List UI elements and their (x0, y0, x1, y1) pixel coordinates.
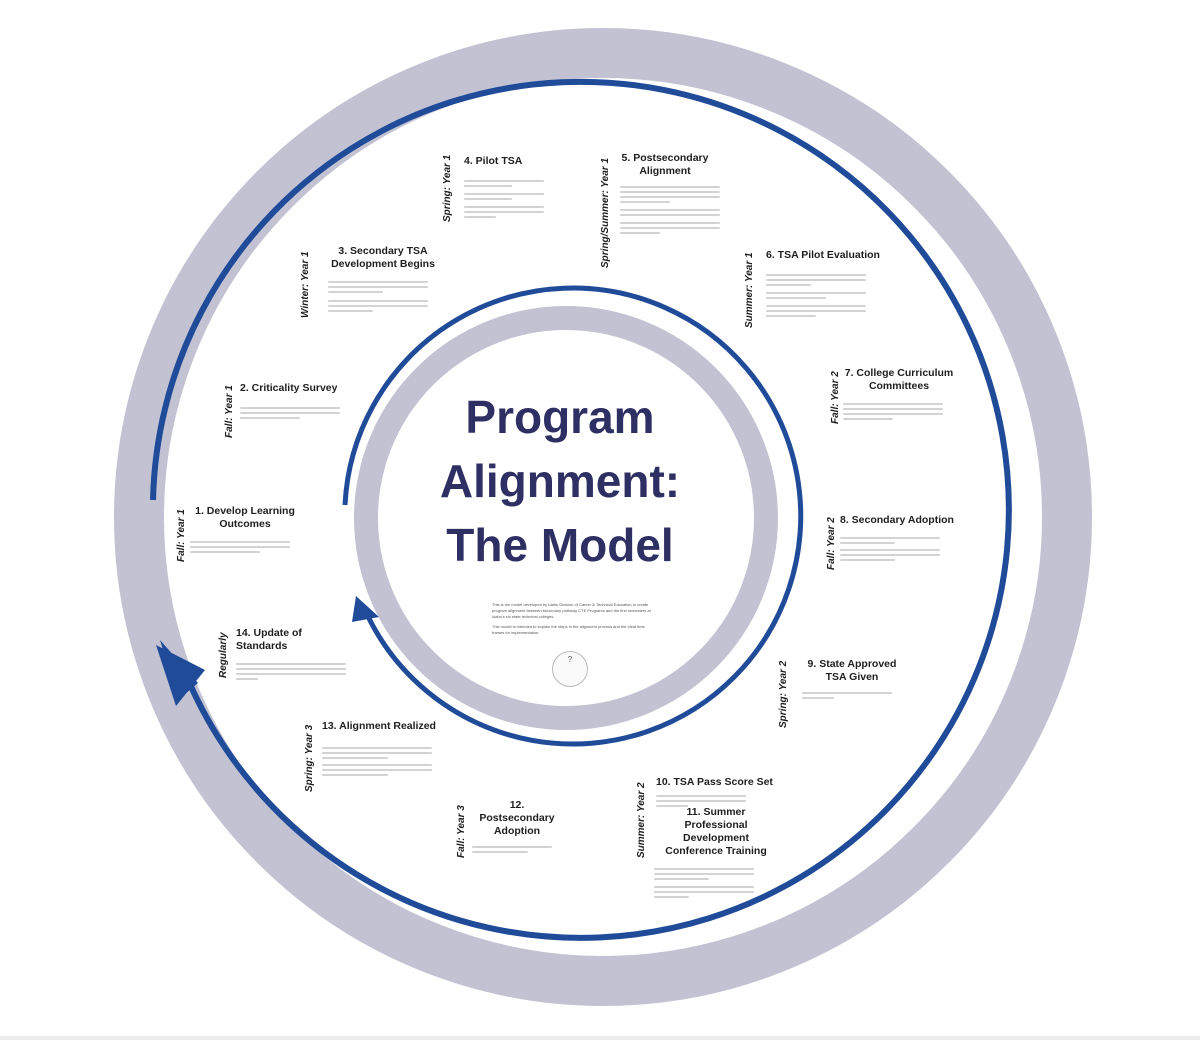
step-5[interactable]: 5. Postsecondary Alignment (620, 152, 720, 237)
step-6[interactable]: 6. TSA Pilot Evaluation (766, 249, 896, 320)
step-time-8: Fall: Year 2 (826, 517, 837, 570)
step-title-14: 14. Update of Standards (236, 627, 302, 652)
step-time-7: Fall: Year 2 (830, 371, 841, 424)
step-title-9: 9. State Approved TSA Given (807, 658, 897, 683)
page-title: Program Alignment: The Model (405, 385, 715, 577)
step-title-7: 7. College Curriculum Committees (844, 367, 954, 392)
step-1[interactable]: 1. Develop Learning Outcomes (190, 505, 300, 556)
step-time-2: Fall: Year 1 (224, 385, 235, 438)
step-10[interactable]: 10. TSA Pass Score Set (656, 776, 776, 810)
step-3[interactable]: 3. Secondary TSA Development Begins (328, 245, 438, 315)
step-body-1 (190, 541, 290, 553)
step-12[interactable]: 12. Postsecondary Adoption (472, 799, 562, 856)
step-body-11 (654, 868, 754, 898)
step-time-9: Spring: Year 2 (778, 660, 789, 728)
step-body-4 (464, 180, 544, 218)
question-mark-icon: ? (567, 655, 573, 664)
step-title-3: 3. Secondary TSA Development Begins (331, 245, 435, 270)
step-time-4: Spring: Year 1 (442, 154, 453, 222)
step-body-2 (240, 407, 340, 419)
outer-arrowhead-back (156, 645, 205, 706)
step-title-12: 12. Postsecondary Adoption (479, 799, 555, 837)
step-body-5 (620, 186, 720, 234)
outer-ring (114, 28, 1092, 1006)
step-time-12: Fall: Year 3 (456, 805, 467, 858)
step-time-14: Regularly (218, 632, 229, 678)
step-7[interactable]: 7. College Curriculum Committees (843, 367, 955, 423)
title-line-1: Program (465, 391, 655, 443)
step-title-5: 5. Postsecondary Alignment (621, 152, 709, 177)
outer-arrow-arc (150, 78, 1012, 941)
step-body-10 (656, 795, 746, 807)
step-title-1: 1. Develop Learning Outcomes (195, 505, 295, 530)
intro-text: This is the model developed by Idaho Div… (492, 602, 652, 636)
step-body-6 (766, 274, 866, 317)
step-title-6: 6. TSA Pilot Evaluation (766, 249, 880, 261)
step-title-13: 13. Alignment Realized (322, 720, 436, 732)
inner-ring (354, 306, 778, 730)
step-body-9 (802, 692, 892, 699)
step-time-13: Spring: Year 3 (304, 724, 315, 792)
footer-bar (0, 1036, 1200, 1040)
step-time-6: Summer: Year 1 (744, 252, 755, 328)
step-title-2: 2. Criticality Survey (240, 382, 338, 394)
step-body-3 (328, 281, 428, 312)
step-time-1: Fall: Year 1 (176, 509, 187, 562)
step-4[interactable]: 4. Pilot TSA (464, 155, 564, 221)
step-2[interactable]: 2. Criticality Survey (240, 382, 350, 422)
inner-arrowhead (352, 596, 379, 622)
title-line-2: Alignment: (439, 455, 681, 507)
step-14[interactable]: 14. Update of Standards (236, 627, 356, 683)
step-9[interactable]: 9. State Approved TSA Given (802, 658, 902, 702)
step-11[interactable]: 11. Summer Professional Development Conf… (654, 806, 778, 901)
step-13[interactable]: 13. Alignment Realized (322, 720, 442, 779)
step-body-7 (843, 403, 943, 420)
step-body-13 (322, 747, 432, 776)
step-title-8: 8. Secondary Adoption (840, 514, 954, 526)
step-body-8 (840, 537, 940, 561)
intro-paragraph-1: This is the model developed by Idaho Div… (492, 602, 651, 619)
step-title-11: 11. Summer Professional Development Conf… (665, 806, 767, 857)
step-body-12 (472, 846, 552, 853)
inner-arrow-arc (342, 285, 804, 747)
step-title-4: 4. Pilot TSA (464, 155, 523, 167)
title-line-3: The Model (446, 519, 674, 571)
intro-paragraph-2: This model is intended to explain the st… (492, 624, 645, 635)
step-time-10: Summer: Year 2 (636, 782, 647, 858)
step-time-3: Winter: Year 1 (300, 251, 311, 318)
step-time-5: Spring/Summer: Year 1 (600, 157, 611, 268)
step-body-14 (236, 663, 346, 680)
step-8[interactable]: 8. Secondary Adoption (840, 514, 960, 564)
help-button[interactable]: ? (552, 651, 588, 687)
step-title-10: 10. TSA Pass Score Set (656, 776, 773, 788)
